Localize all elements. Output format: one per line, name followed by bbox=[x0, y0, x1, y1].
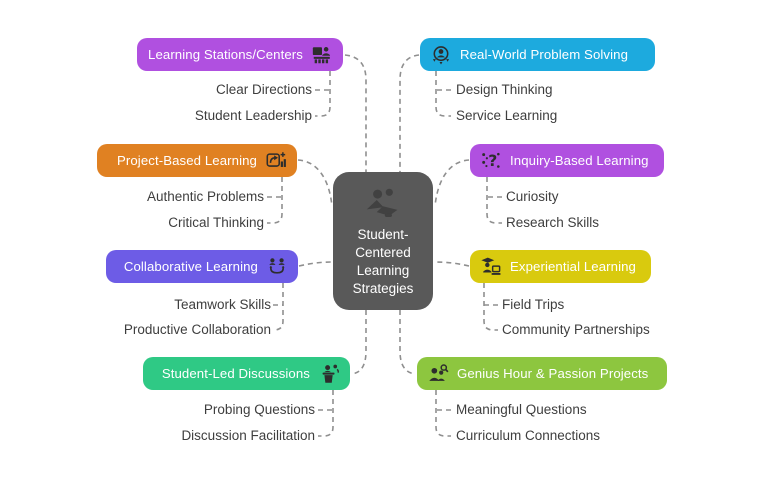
connector-bottom-left bbox=[351, 310, 367, 375]
branch-label: Collaborative Learning bbox=[123, 259, 258, 274]
branch-label: Student-Led Discussions bbox=[161, 366, 310, 381]
branch-label: Genius Hour & Passion Projects bbox=[457, 366, 649, 381]
center-node-label: Student-Centered Learning Strategies bbox=[352, 227, 414, 296]
child-critical-thinking: Critical Thinking bbox=[168, 215, 264, 230]
child-student-leadership: Student Leadership bbox=[194, 108, 312, 123]
child-curriculum-connections: Curriculum Connections bbox=[456, 428, 601, 443]
child-productive-collaboration: Productive Collaboration bbox=[123, 322, 271, 337]
child-research-skills: Research Skills bbox=[506, 215, 600, 230]
branch-project-based-learning: Project-Based Learning bbox=[97, 144, 297, 177]
child-design-thinking: Design Thinking bbox=[456, 82, 553, 97]
branch-student-led-discussions: Student-Led Discussions bbox=[143, 357, 350, 390]
branch-real-world-problem-solving: Real-World Problem Solving bbox=[420, 38, 655, 71]
child-authentic-problems: Authentic Problems bbox=[146, 189, 264, 204]
connector-mid-left-1 bbox=[297, 159, 333, 207]
child-discussion-facilitation: Discussion Facilitation bbox=[181, 428, 315, 443]
center-node: Student-Centered Learning Strategies bbox=[333, 172, 433, 310]
branch-learning-stations: Learning Stations/Centers bbox=[137, 38, 343, 71]
connector-top-left bbox=[344, 54, 367, 172]
branch-experiential-learning: Experiential Learning bbox=[470, 250, 651, 283]
people-search-icon bbox=[429, 363, 449, 381]
branch-collaborative-learning: Collaborative Learning bbox=[106, 250, 298, 283]
branch-label: Project-Based Learning bbox=[116, 153, 257, 168]
people-sync-icon bbox=[269, 257, 285, 274]
branch-label: Real-World Problem Solving bbox=[460, 47, 628, 62]
child-clear-directions: Clear Directions bbox=[215, 82, 312, 97]
child-community-partnerships: Community Partnerships bbox=[502, 322, 650, 337]
connector-mid-right-2 bbox=[433, 261, 470, 267]
child-curiosity: Curiosity bbox=[506, 189, 559, 204]
connector-mid-left-2 bbox=[298, 261, 333, 267]
podium-speaker-icon bbox=[322, 364, 339, 383]
branch-label: Inquiry-Based Learning bbox=[510, 153, 649, 168]
connector-top-right bbox=[399, 54, 420, 172]
stations-board-icon bbox=[312, 46, 330, 63]
child-meaningful-questions: Meaningful Questions bbox=[456, 402, 587, 417]
child-service-learning: Service Learning bbox=[456, 108, 558, 123]
students-group-icon bbox=[366, 188, 398, 217]
child-probing-questions: Probing Questions bbox=[203, 402, 315, 417]
workflow-plus-icon bbox=[266, 151, 286, 167]
svg-text:?: ? bbox=[488, 152, 497, 170]
child-field-trips: Field Trips bbox=[502, 297, 565, 312]
graduate-laptop-icon bbox=[481, 257, 501, 275]
branch-genius-hour-passion-projects: Genius Hour & Passion Projects bbox=[417, 357, 667, 390]
branch-label: Experiential Learning bbox=[510, 259, 636, 274]
connector-mid-right-1 bbox=[434, 159, 470, 207]
child-teamwork-skills: Teamwork Skills bbox=[174, 297, 271, 312]
question-molecule-icon: ? bbox=[482, 152, 500, 170]
branch-label: Learning Stations/Centers bbox=[148, 47, 303, 62]
branch-inquiry-based-learning: ? Inquiry-Based Learning bbox=[470, 144, 664, 177]
connector-bottom-right bbox=[399, 310, 416, 375]
person-network-icon bbox=[432, 45, 450, 65]
